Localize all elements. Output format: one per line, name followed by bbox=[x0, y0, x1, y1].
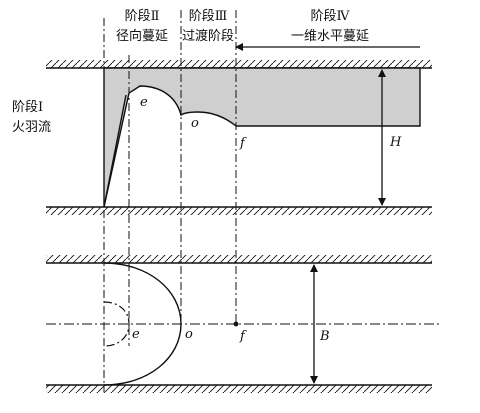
stage3-label: 阶段Ⅲ bbox=[189, 9, 228, 24]
dimension-H-label: H bbox=[389, 135, 402, 150]
floor-wall-top-view bbox=[46, 206, 432, 215]
point-f-bottom: f bbox=[239, 329, 247, 344]
point-o-top: o bbox=[191, 116, 199, 131]
stage4-desc: 一维水平蔓延 bbox=[291, 29, 369, 44]
point-e-bottom: e bbox=[132, 327, 140, 342]
stage1-desc: 火羽流 bbox=[12, 120, 51, 135]
spread-front-outer bbox=[103, 262, 182, 386]
stage-separators bbox=[103, 10, 237, 392]
smoke-layer bbox=[103, 67, 421, 208]
point-f-marker bbox=[233, 321, 239, 327]
dimension-B-label: B bbox=[319, 329, 330, 344]
stage2-desc: 径向蔓延 bbox=[116, 28, 168, 44]
stage3-desc: 过渡阶段 bbox=[182, 28, 234, 44]
point-e-top: e bbox=[140, 95, 148, 110]
stage4-label: 阶段Ⅳ bbox=[311, 9, 351, 24]
point-o-bottom: o bbox=[185, 327, 193, 342]
point-f-top: f bbox=[239, 136, 247, 151]
stage1-label: 阶段Ⅰ bbox=[12, 100, 43, 115]
plume-edge bbox=[103, 94, 127, 208]
stage2-label: 阶段Ⅱ bbox=[125, 9, 160, 24]
